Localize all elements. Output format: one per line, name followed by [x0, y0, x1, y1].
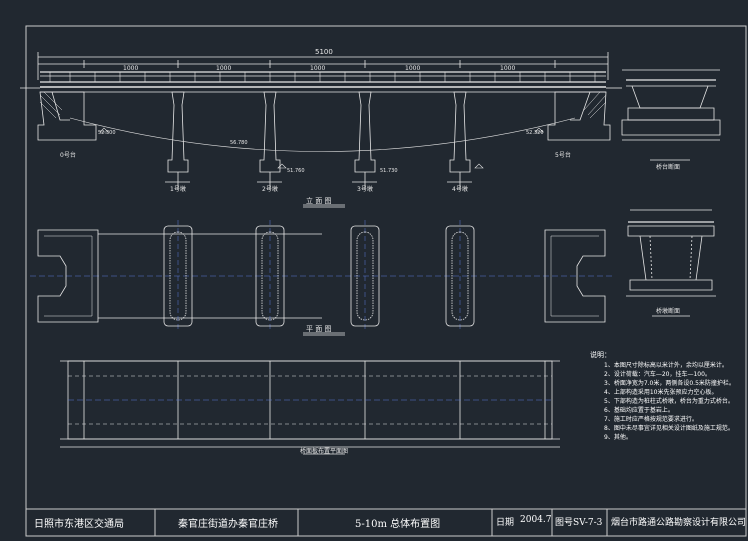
note-9: 9、其他。	[604, 434, 632, 441]
abutment-left-label: 0号台	[60, 152, 76, 159]
level-left: 52.300	[98, 130, 116, 136]
level-pier-3: 51.730	[380, 168, 398, 174]
pier-4-label: 4号墩	[452, 186, 468, 193]
pier-1-label: 1号墩	[170, 186, 186, 193]
notes-heading: 说明：	[590, 351, 611, 359]
elevation-view	[20, 52, 622, 208]
abutment-section-caption: 桥台断面	[656, 164, 681, 171]
span-dim-4: 1000	[405, 65, 421, 72]
slab-layout-plan	[60, 360, 560, 455]
level-pier-2: 51.760	[287, 168, 305, 174]
abutment-right-label: 5号台	[555, 152, 571, 159]
pier-cross-section	[626, 209, 716, 317]
note-2: 2、设计荷载：汽车—20，挂车—100。	[604, 371, 711, 378]
abutment-cross-section	[621, 69, 721, 161]
note-6: 6、基础均应置于基岩上。	[604, 407, 674, 414]
level-mid: 56.780	[230, 140, 248, 146]
level-right: 52.320	[526, 130, 544, 136]
note-4: 4、上部构造采用10米先张预应力空心板。	[604, 389, 718, 396]
note-3: 3、桥面净宽为7.0米，两侧各设0.5米防撞护栏。	[604, 380, 735, 387]
note-8: 8、图中未尽事宜详见相关设计图纸及施工规范。	[604, 425, 734, 432]
plan-caption: 平 面 图	[306, 325, 332, 333]
span-dim-5: 1000	[500, 65, 516, 72]
title-drawing-no: 图号SV-7-3	[555, 518, 603, 528]
title-date-label: 日期	[496, 518, 515, 528]
slab-plan-caption: 桥面板布置平面图	[300, 448, 349, 455]
note-1: 1、本图尺寸除标高以米计外，余均以厘米计。	[604, 362, 728, 369]
span-dim-2: 1000	[216, 65, 232, 72]
title-designer: 烟台市路通公路勘察设计有限公司	[611, 518, 747, 528]
note-5: 5、下部构造为桩柱式桥墩，桥台为重力式桥台。	[604, 398, 734, 405]
pier-section-caption: 桥墩断面	[656, 308, 681, 315]
span-dim-3: 1000	[310, 65, 326, 72]
title-drawing: 5-10m 总体布置图	[355, 519, 441, 530]
title-project: 秦官庄街道办秦官庄桥	[178, 519, 278, 530]
pier-2-label: 2号墩	[262, 186, 278, 193]
title-block-frame	[26, 508, 746, 536]
title-client: 日照市东港区交通局	[34, 519, 124, 530]
total-length-dim: 5100	[315, 48, 333, 56]
pier-3-label: 3号墩	[357, 186, 373, 193]
plan-view	[30, 220, 612, 336]
span-dim-1: 1000	[123, 65, 139, 72]
title-date-value: 2004.7	[520, 515, 552, 525]
drawing-frame	[25, 25, 747, 537]
note-7: 7、施工时应严格按规范要求进行。	[604, 416, 698, 423]
elevation-caption: 立 面 图	[306, 197, 332, 205]
